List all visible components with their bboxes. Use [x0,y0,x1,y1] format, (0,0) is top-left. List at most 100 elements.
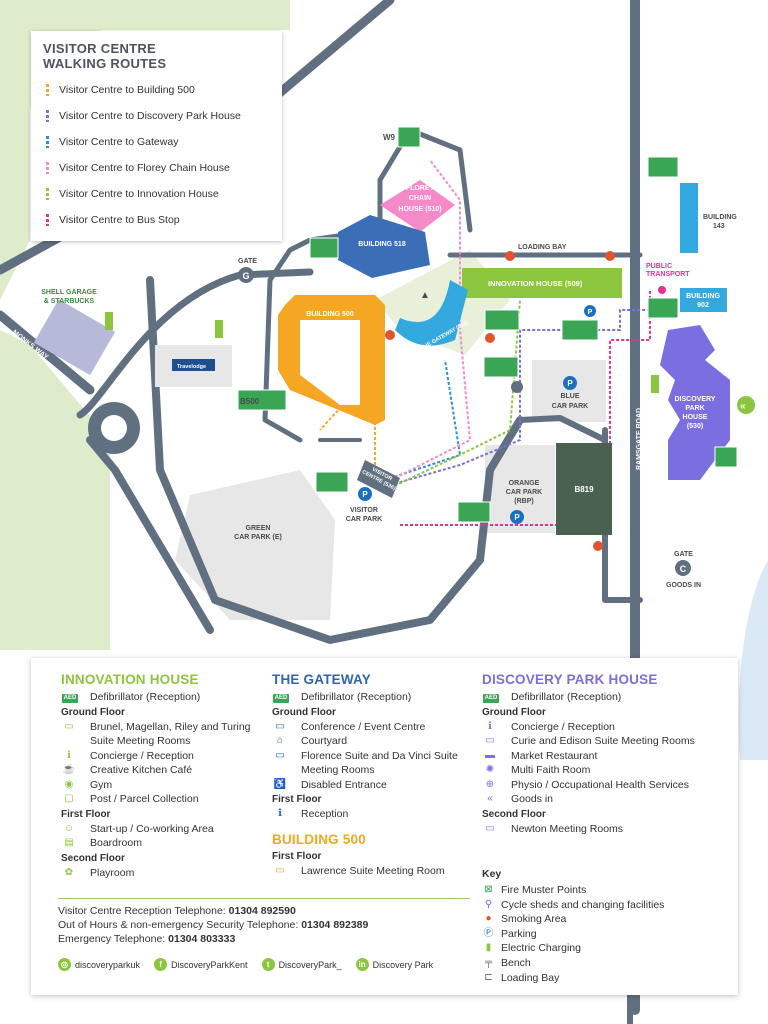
route-item: Visitor Centre to Florey Chain House [43,155,270,181]
building-discovery [660,325,730,480]
floor-heading: Ground Floor [61,706,125,718]
orange-car-park-parking-icon [510,510,524,524]
label-loading-bay: LOADING BAY [518,244,567,251]
label-b819: B819 [574,485,594,494]
key-item: ●Smoking Area [482,912,732,927]
contact-line: Visitor Centre Reception Telephone: 0130… [58,905,296,917]
floor-heading: First Floor [272,850,322,862]
facility-item: ⌂Courtyard [272,734,482,749]
gateway-heading: THE GATEWAY [272,672,371,687]
facility-item: ☺Start-up / Co-working Area [63,822,214,835]
label-building-143: BUILDING [703,214,737,221]
building-visitor-centre [357,460,400,498]
charging-icon: ▮ [485,942,492,954]
route-item: Visitor Centre to Bus Stop [43,207,270,233]
building-500-heading: BUILDING 500 [272,831,366,847]
building-gateway [395,280,468,346]
svg-text:C: C [680,564,687,574]
label-shell-garage: SHELL GARAGE& STARBUCKS [41,289,97,305]
reception-icon: ℹ [278,808,282,819]
boardroom-icon: ▤ [64,837,74,848]
health-icon: ⊕ [485,778,495,790]
label-building-500: BUILDING 500 [306,311,354,318]
meeting-room-icon: ▭ [64,720,74,732]
label-gate-g: GATE [238,258,257,265]
facility-item: ▭Curie and Edison Suite Meeting Rooms [482,734,732,749]
map-key: Key ⊠Fire Muster Points ⚲Cycle sheds and… [482,866,732,985]
green-field-corner [0,0,290,300]
smoking-icon: ● [485,913,492,925]
svg-text:P: P [567,379,573,388]
svg-text:P: P [588,309,593,316]
smoking-area-icons [385,251,615,551]
route-bus-stop [400,290,651,526]
electric-charging-icons [105,312,659,393]
facility-item: «Goods in [482,792,732,807]
instagram-link[interactable]: ◎discoveryparkuk [58,958,140,971]
conference-icon: ▭ [275,720,285,732]
floor-heading: Ground Floor [272,706,336,718]
blue-car-park-parking-icon [563,376,577,390]
label-building-143-num: 143 [713,223,725,230]
water-edge [738,560,768,760]
route-swatch [46,136,49,148]
svg-text:W9: W9 [383,133,396,142]
contact-line: Emergency Telephone: 01304 803333 [58,933,236,945]
floor-heading: First Floor [272,794,322,805]
route-swatch [46,110,49,122]
label-building-518: BUILDING 518 [358,241,406,248]
contact-numbers: Visitor Centre Reception Telephone: 0130… [58,904,368,946]
svg-text:P: P [362,490,368,499]
meeting-room-icon: ▭ [485,735,495,746]
key-item: ▮Electric Charging [482,941,732,956]
muster-points [237,126,738,523]
reception-phone[interactable]: 01304 892590 [228,905,296,917]
twitter-icon: t [261,958,275,971]
svg-text:P: P [514,513,520,522]
svg-text:G: G [242,271,249,281]
defibrillator-icon: AED [273,694,289,703]
green-car-park-area [175,470,335,620]
innovation-parking-icon [584,305,596,317]
route-swatch [46,214,49,226]
courtyard-icon: ⌂ [276,735,284,746]
gate-g-badge [238,267,254,283]
facility-item: ☕Creative Kitchen Café [62,764,193,776]
label-innovation-house: INNOVATION HOUSE (509) [488,279,583,288]
facility-item: ♿Disabled Entrance [273,778,387,791]
faith-room-icon: ✺ [485,764,495,775]
visitor-car-park-parking-icon [358,487,372,501]
route-swatch [46,188,49,200]
facility-item: ⊕Physio / Occupational Health Services [482,778,732,793]
route-gateway [384,359,462,481]
security-phone[interactable]: 01304 892389 [301,919,369,931]
facility-item: ▭Lawrence Suite Meeting Room [272,864,482,879]
defibrillator-icon: AED [483,694,499,703]
cafe-icon: ☕ [62,764,76,775]
parcel-icon: ▢ [64,793,74,804]
goods-in-icon: « [487,793,493,804]
route-swatch [46,84,49,96]
label-gate-c: GATE [674,551,693,558]
emergency-phone[interactable]: 01304 803333 [168,933,236,945]
accessible-icon: ♿ [273,778,287,790]
instagram-icon: ◎ [58,958,71,971]
restaurant-icon: ▬ [485,749,495,761]
key-item: ⊠Fire Muster Points [482,883,732,898]
divider [58,898,470,899]
svg-text:B500: B500 [240,397,260,406]
discovery-park-house-heading: DISCOVERY PARK HOUSE [482,672,658,687]
building-902 [680,288,727,312]
